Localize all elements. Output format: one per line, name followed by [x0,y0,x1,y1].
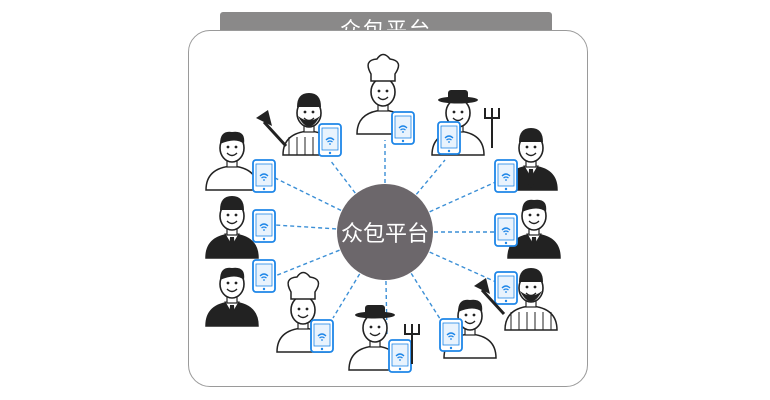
phone-icon [494,159,518,193]
phone-icon [318,123,342,157]
phone-icon [439,318,463,352]
participant-waiter-right [494,128,558,193]
axe-icon [256,110,288,148]
phone-icon [494,213,518,247]
participant-farmer-bottom [348,305,412,373]
participant-farmer-top [431,90,485,156]
phone-icon [494,271,518,305]
pitchfork-icon [484,108,500,148]
connector-line [274,224,386,233]
participant-businessman-left [205,259,276,327]
axe-icon [474,278,506,316]
participant-chef-top [356,53,415,145]
participant-businessman-right [494,199,561,259]
participant-chef-bottom [276,271,334,353]
waiter-icon [205,196,259,259]
participant-casual-man-left [205,131,276,193]
businessman-icon [507,199,561,259]
phone-icon [252,209,276,243]
pitchfork-icon [404,324,420,364]
phone-icon [391,111,415,145]
phone-icon [252,159,276,193]
participant-lumberjack-top [282,93,342,157]
casual-man-icon [205,131,259,191]
hub-label: 众包平台 [341,222,429,247]
platform-hub: 众包平台 [337,184,433,280]
waiter-icon [504,128,558,191]
lumberjack-icon [504,268,558,331]
phone-icon [388,339,412,373]
participant-waiter-left [205,196,276,259]
phone-icon [310,319,334,353]
participant-casual-man-bottom [439,299,497,359]
hub-circle [337,184,433,280]
connector-line [274,231,386,277]
businessman-icon [205,267,259,327]
participant-lumberjack-right [494,268,558,331]
phone-icon [437,121,461,155]
phone-icon [252,259,276,293]
connector-line [384,231,497,283]
